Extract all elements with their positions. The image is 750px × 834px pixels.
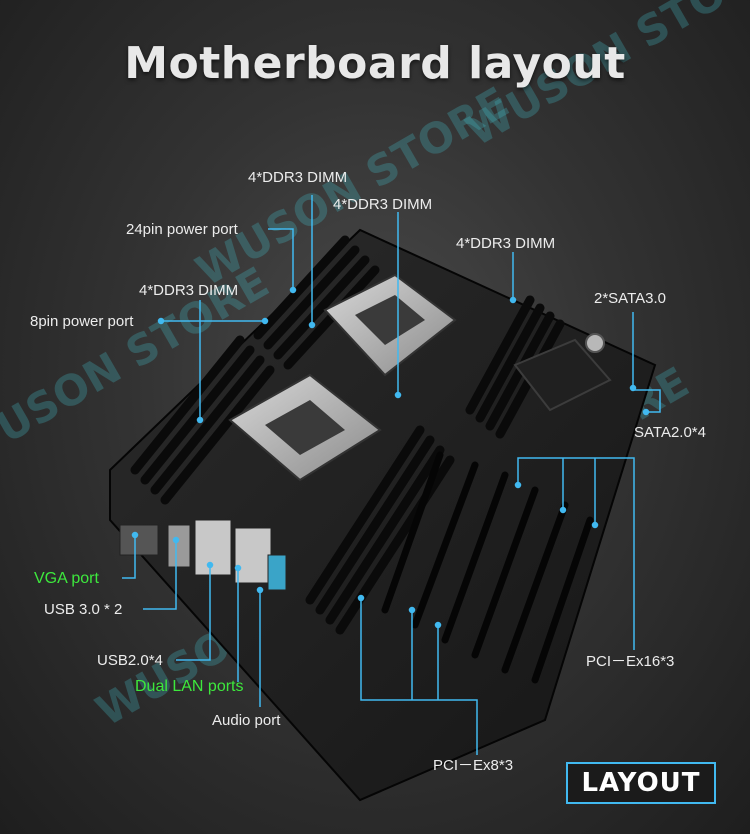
label-audio-port: Audio port [212, 712, 281, 729]
label-sata2: SATA2.0*4 [634, 424, 706, 441]
dimm-slots [130, 235, 565, 635]
label-8pin-power: 8pin power port [30, 313, 134, 330]
label-dual-lan: Dual LAN ports [135, 678, 244, 695]
io-ports [119, 519, 287, 591]
cpu-socket-1 [323, 273, 457, 377]
layout-badge: LAYOUT [566, 762, 716, 804]
label-usb2: USB2.0*4 [97, 652, 163, 669]
label-ddr3-top: 4*DDR3 DIMM [248, 169, 348, 186]
label-usb3: USB 3.0 * 2 [44, 601, 123, 618]
label-24pin-power: 24pin power port [126, 221, 238, 238]
layout-badge-text: LAYOUT [581, 768, 701, 798]
label-sata3: 2*SATA3.0 [594, 290, 666, 307]
label-vga-port: VGA port [34, 570, 99, 587]
cpu-socket-2 [228, 373, 382, 482]
label-pcie-x8: PCI－Ex8*3 [433, 757, 514, 774]
label-ddr3-left: 4*DDR3 DIMM [139, 282, 239, 299]
label-ddr3-right: 4*DDR3 DIMM [456, 235, 556, 252]
label-ddr3-mid: 4*DDR3 DIMM [333, 196, 433, 213]
chipset-heatsink [513, 333, 612, 412]
page-title: Motherboard layout [124, 38, 626, 89]
leader-lines [122, 195, 661, 755]
pcie-slots [381, 451, 594, 684]
label-pcie-x16: PCI－Ex16*3 [586, 653, 675, 670]
